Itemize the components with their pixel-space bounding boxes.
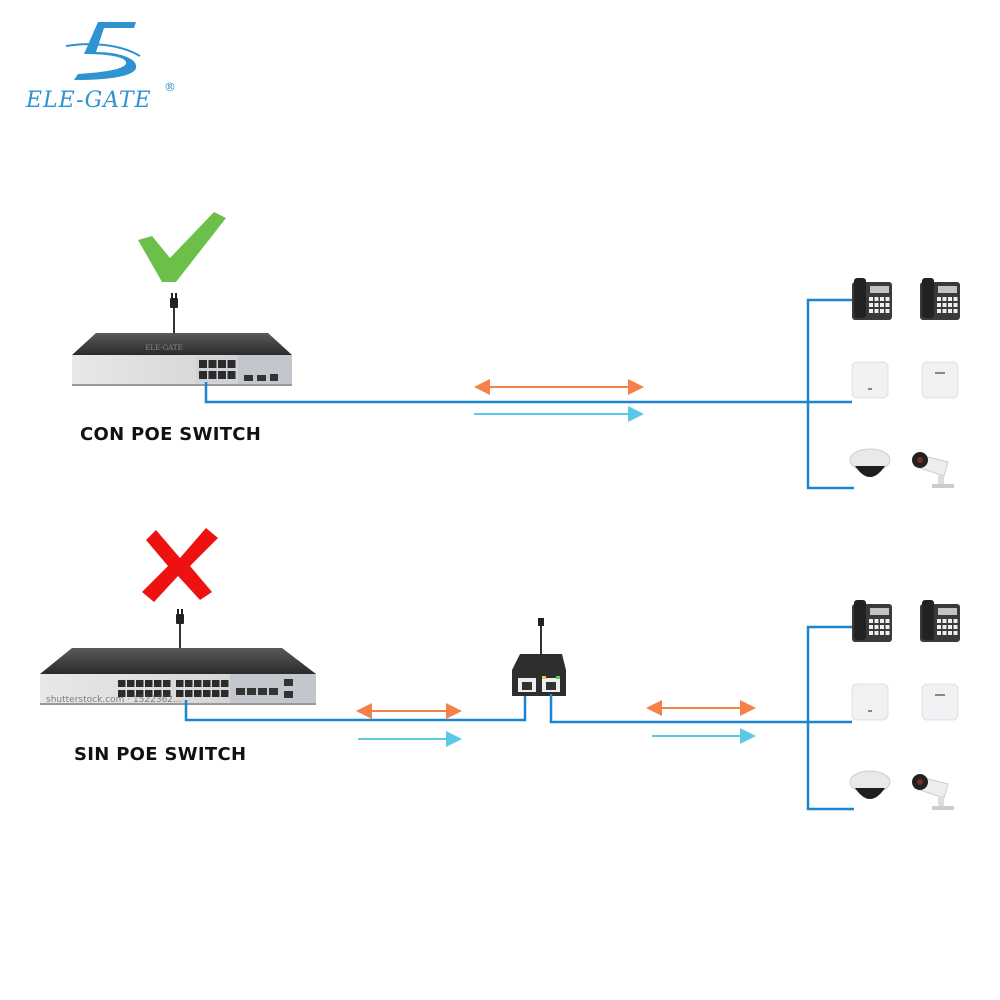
rj45-port (208, 360, 217, 368)
network-cable (204, 382, 808, 404)
access-point-icon (851, 361, 889, 399)
rj45-port (176, 680, 184, 687)
section-label-sin-poe: SIN POE SWITCH (74, 744, 247, 765)
rj45-port (127, 680, 135, 687)
rj45-port (212, 680, 220, 687)
ip-phone-icon (852, 600, 892, 642)
rj45-port (212, 690, 220, 697)
rj45-port (194, 680, 202, 687)
switch-watermark: ELE-GATE (145, 344, 182, 352)
sfp-port (236, 688, 245, 695)
bullet-camera-icon (912, 774, 954, 810)
section-label-con-poe: CON POE SWITCH (80, 424, 262, 445)
rj45-port (221, 680, 229, 687)
registered-mark: ® (164, 80, 176, 94)
sfp-port (269, 688, 278, 695)
rj45-port (136, 690, 144, 697)
rj45-port (163, 680, 171, 687)
rj45-port (227, 360, 236, 368)
rj45-port (136, 680, 144, 687)
sfp-port (258, 688, 267, 695)
access-point-icon (921, 361, 959, 399)
sfp-port (247, 688, 256, 695)
x-icon (142, 528, 218, 602)
rj45-port (199, 360, 207, 368)
power-plug-icon (170, 293, 178, 333)
non-poe-switch-24port: shutterstock.com · 1522362... (40, 648, 316, 705)
rj45-port (145, 680, 153, 687)
poe-injector (512, 618, 566, 696)
check-icon (138, 212, 226, 282)
rj45-port (145, 690, 153, 697)
rj45-port (227, 371, 236, 379)
network-cable (549, 694, 808, 724)
rj45-port (203, 680, 211, 687)
rj45-port (194, 690, 202, 697)
rj45-port (199, 371, 207, 379)
access-point-icon (921, 683, 959, 721)
bullet-camera-icon (912, 452, 954, 488)
rj45-port (218, 371, 226, 379)
rj45-port (176, 690, 184, 697)
rj45-port (118, 680, 126, 687)
rj45-port (118, 690, 126, 697)
rj45-port (154, 680, 162, 687)
poe-switch-8port: ELE-GATE (72, 333, 292, 386)
ip-phone-icon (920, 600, 960, 642)
rj45-port (203, 690, 211, 697)
power-plug-icon (176, 609, 184, 648)
brand-name: ELE-GATE (26, 88, 152, 113)
rj45-port (127, 690, 135, 697)
rj45-port (218, 360, 226, 368)
rj45-port (208, 371, 217, 379)
rj45-port (154, 690, 162, 697)
device-bus-cable (806, 298, 854, 490)
rj45-port (221, 690, 229, 697)
dome-camera-icon (849, 770, 891, 799)
rj45-port (163, 690, 171, 697)
ip-phone-icon (852, 278, 892, 320)
ip-phone-icon (920, 278, 960, 320)
watermark: shutterstock.com · 1522362... (46, 695, 182, 705)
rj45-port (185, 690, 193, 697)
dome-camera-icon (849, 448, 891, 477)
device-bus-cable (806, 625, 854, 811)
access-point-icon (851, 683, 889, 721)
rj45-port (185, 680, 193, 687)
network-cable (184, 694, 527, 722)
